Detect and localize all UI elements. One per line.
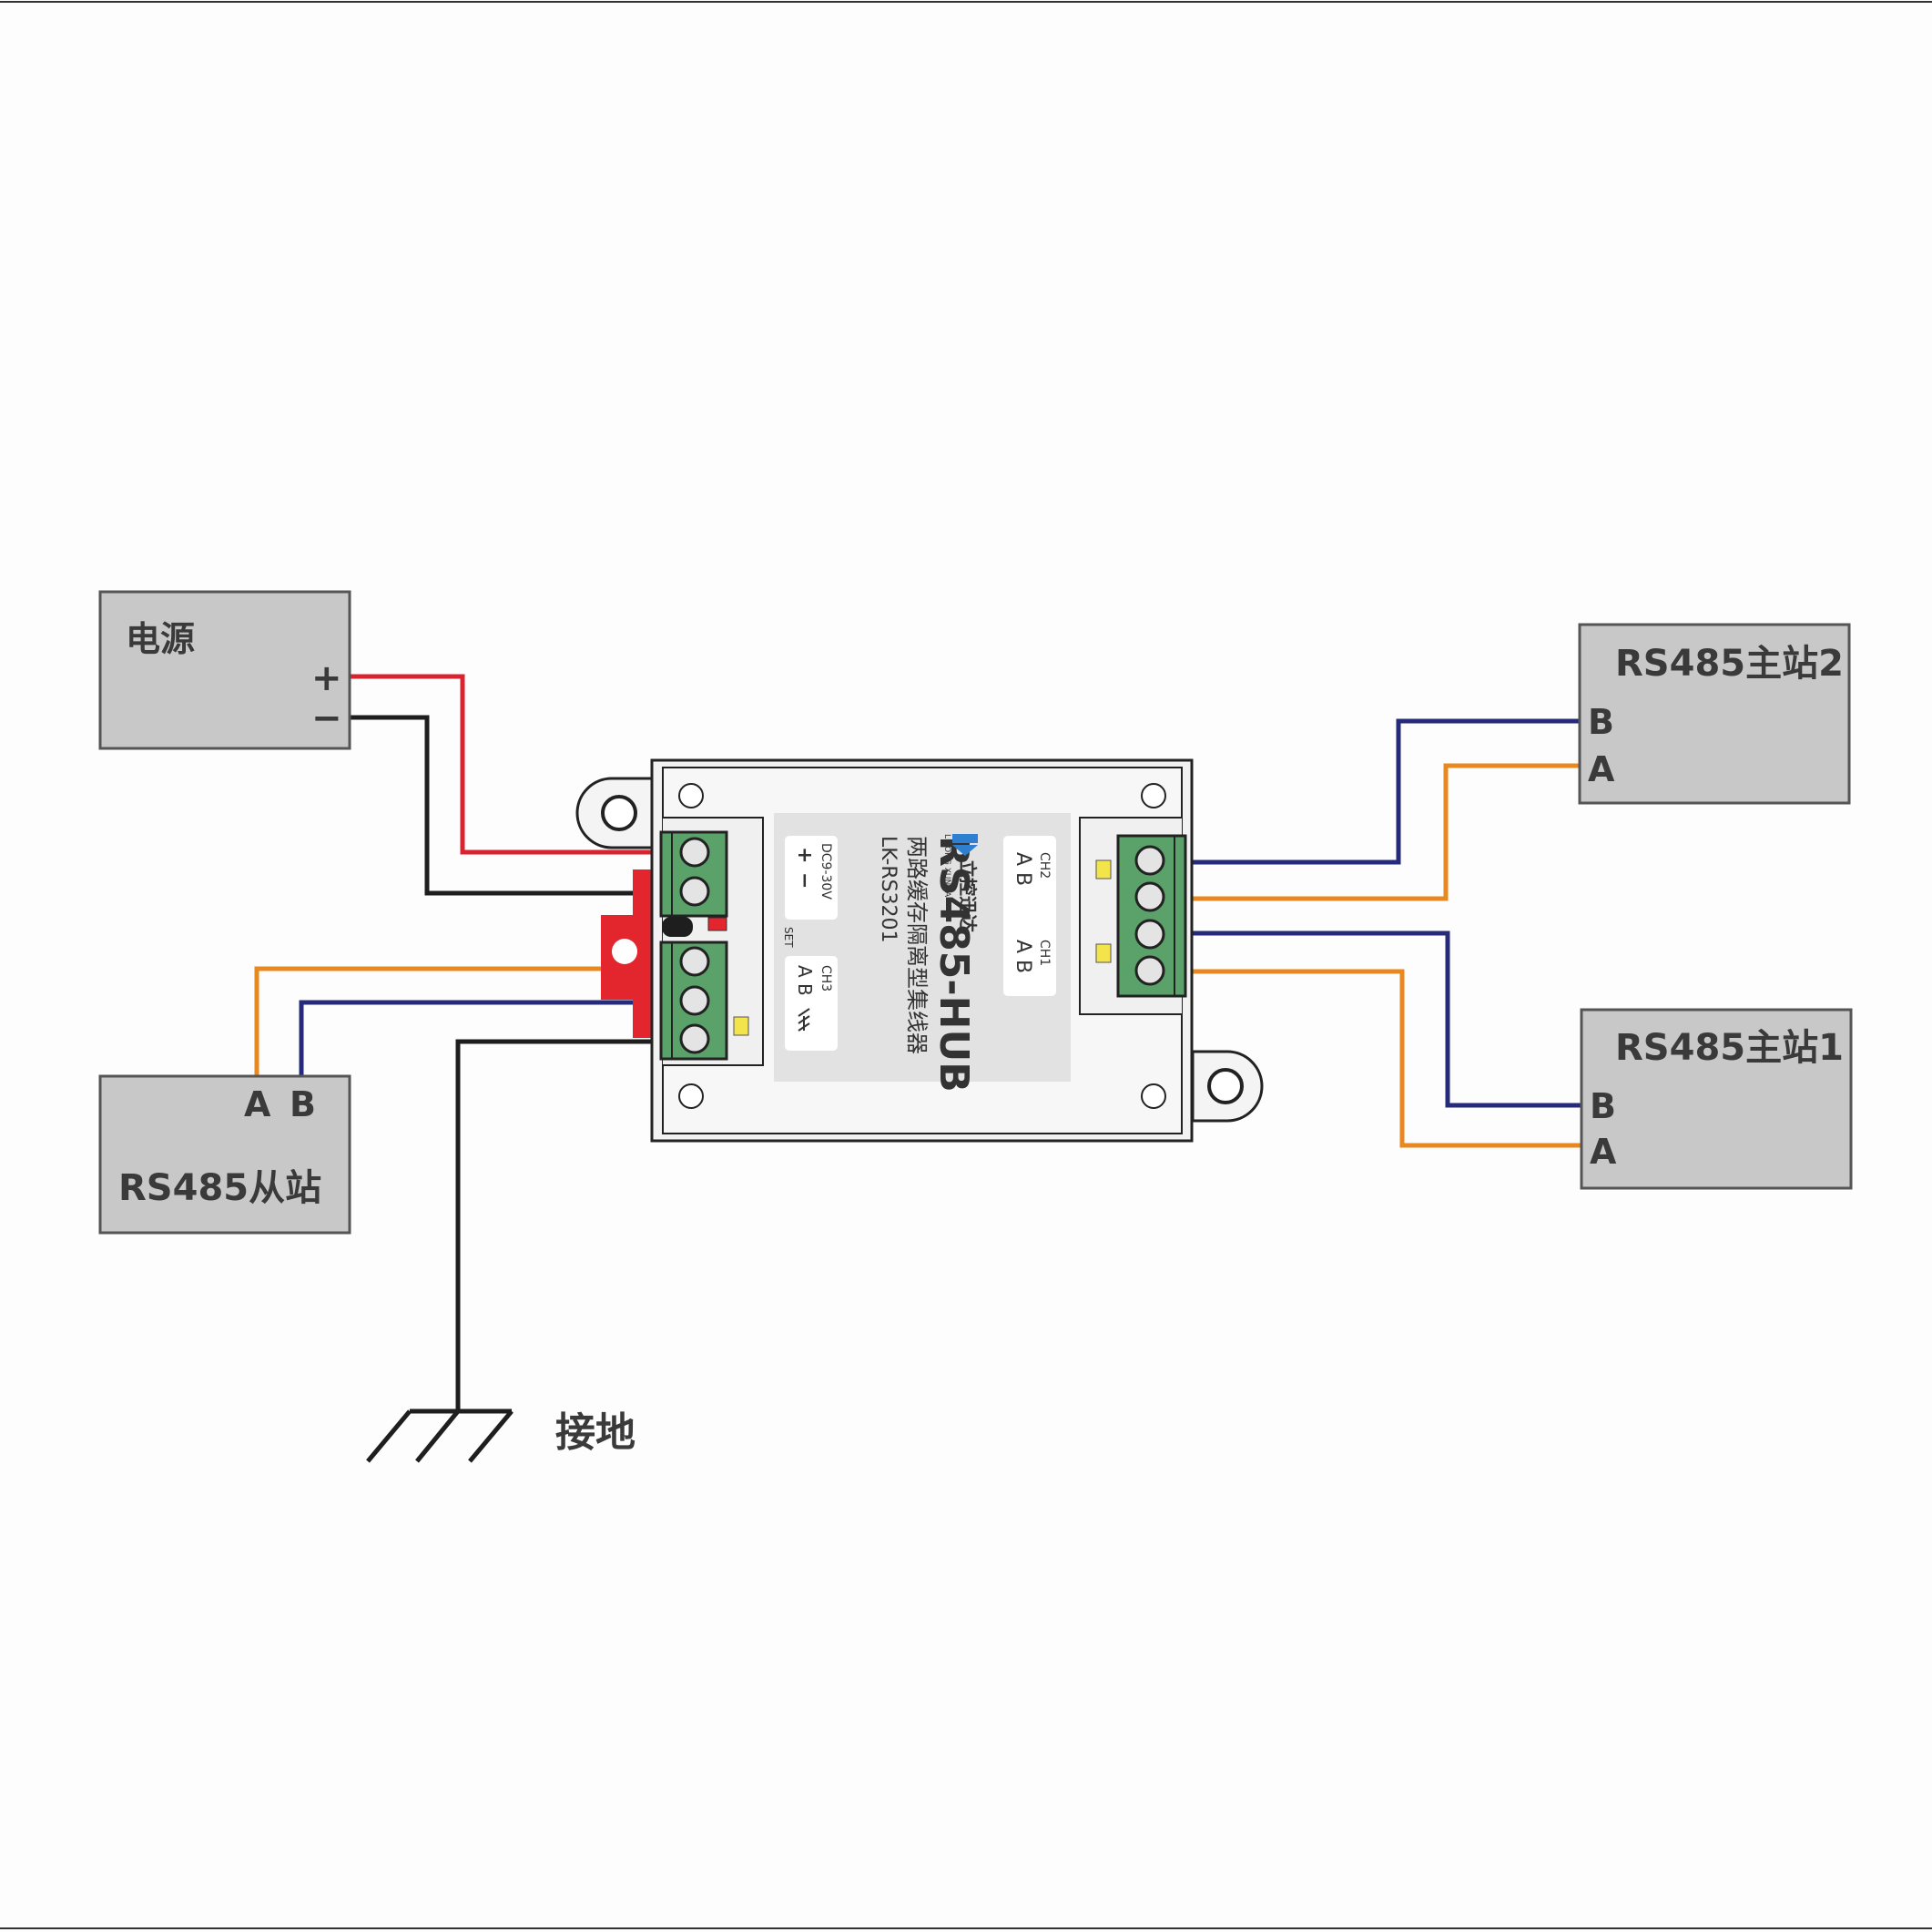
power-positive-wire	[350, 674, 665, 855]
ch3-tile	[785, 956, 838, 1051]
power-supply-label: 电源	[126, 619, 195, 659]
terminal-screw	[679, 985, 710, 1016]
power-led	[707, 917, 727, 931]
ground-symbol: 接地	[366, 1408, 636, 1463]
terminal-screw	[679, 876, 710, 907]
power-voltage-label: DC9-30V	[819, 843, 833, 900]
ch2-a-wire	[1185, 763, 1580, 901]
brand-name-en: LIKONG XUNDA	[942, 834, 951, 898]
master2-label: RS485主站2	[1615, 643, 1844, 685]
power-tile-plus: +	[793, 847, 816, 863]
slave-label: RS485从站	[118, 1167, 321, 1209]
master1-label: RS485主站1	[1615, 1027, 1844, 1069]
power-supply-box	[98, 590, 351, 750]
logo-mark	[952, 834, 978, 843]
ch1-ch2-tile	[1003, 836, 1056, 996]
mounting-hole-left	[601, 795, 637, 831]
ch2-text: CH2 A B	[1012, 852, 1052, 886]
terminal-screw	[679, 1023, 710, 1054]
slave-pin-a-label: A	[244, 1084, 271, 1124]
ground-glyph-icon	[798, 1008, 810, 1032]
power-supply: 电源 + −	[98, 590, 351, 750]
ch1-label: CH1	[1037, 940, 1052, 966]
device-model: LK-RS3201	[877, 836, 900, 943]
master2-box	[1578, 623, 1851, 805]
rs485-hub-device: RS485-HUB 两路缓存隔离型集线器 LK-RS3201 立控迅达 LIKO…	[575, 758, 1264, 1143]
slave-box	[98, 1074, 351, 1235]
ch1-pins: A B	[1012, 940, 1034, 973]
set-label: SET	[782, 927, 795, 948]
set-text: SET	[782, 927, 795, 948]
set-switch	[662, 917, 693, 937]
device-text-group: RS485-HUB 两路缓存隔离型集线器 LK-RS3201	[877, 836, 977, 1093]
ch3-pins: A B	[794, 965, 816, 996]
power-minus-label: −	[311, 697, 342, 739]
power-spec-tile	[785, 836, 838, 920]
ch1-text: CH1 A B	[1012, 940, 1052, 973]
rs485-slave: A B RS485从站	[98, 1074, 351, 1235]
corner-screw	[1141, 783, 1166, 808]
ch3-label: CH3	[819, 965, 833, 991]
corner-screw	[678, 1083, 704, 1109]
device-title: RS485-HUB	[930, 836, 977, 1093]
rs485-master-2: RS485主站2 B A	[1578, 623, 1851, 805]
master1-pin-b-label: B	[1590, 1086, 1616, 1126]
ch3-led	[733, 1016, 749, 1036]
brand-logo: 立控迅达 LIKONG XUNDA	[942, 834, 979, 932]
ch3-text: CH3 A B	[794, 965, 833, 1032]
ch2-b-wire	[1185, 718, 1580, 865]
power-plus-label: +	[311, 657, 342, 699]
terminal-screw	[1134, 881, 1165, 912]
device-subtitle: 两路缓存隔离型集线器	[904, 836, 930, 1054]
terminal-screw	[679, 946, 710, 977]
terminal-screw	[679, 837, 710, 868]
ground-wire	[455, 1039, 665, 1411]
rs485-master-1: RS485主站1 B A	[1580, 1008, 1853, 1190]
master2-pin-b-label: B	[1588, 702, 1614, 742]
terminal-screw	[1134, 955, 1165, 986]
mounting-hole-right	[1207, 1068, 1244, 1104]
ch2-label: CH2	[1037, 852, 1052, 879]
terminal-screw	[1134, 845, 1165, 876]
corner-screw	[678, 783, 704, 808]
master1-box	[1580, 1008, 1853, 1190]
ground-label: 接地	[555, 1409, 636, 1456]
ch1-a-wire	[1185, 969, 1581, 1148]
ch1-led	[1095, 943, 1112, 963]
slave-b-wire	[299, 1000, 665, 1076]
power-spec-text: DC9-30V + −	[793, 843, 833, 900]
din-clip-hole	[612, 939, 637, 964]
master2-pin-a-label: A	[1588, 749, 1615, 789]
ch1-b-wire	[1185, 930, 1581, 1108]
ch2-led	[1095, 859, 1112, 880]
brand-name: 立控迅达	[957, 859, 979, 932]
ch2-pins: A B	[1012, 852, 1034, 886]
slave-pin-b-label: B	[290, 1084, 316, 1124]
power-negative-wire	[350, 715, 665, 896]
power-tile-minus: −	[793, 872, 816, 889]
terminal-screw	[1134, 919, 1165, 950]
master1-pin-a-label: A	[1590, 1132, 1617, 1172]
slave-a-wire	[254, 966, 665, 1076]
corner-screw	[1141, 1083, 1166, 1109]
